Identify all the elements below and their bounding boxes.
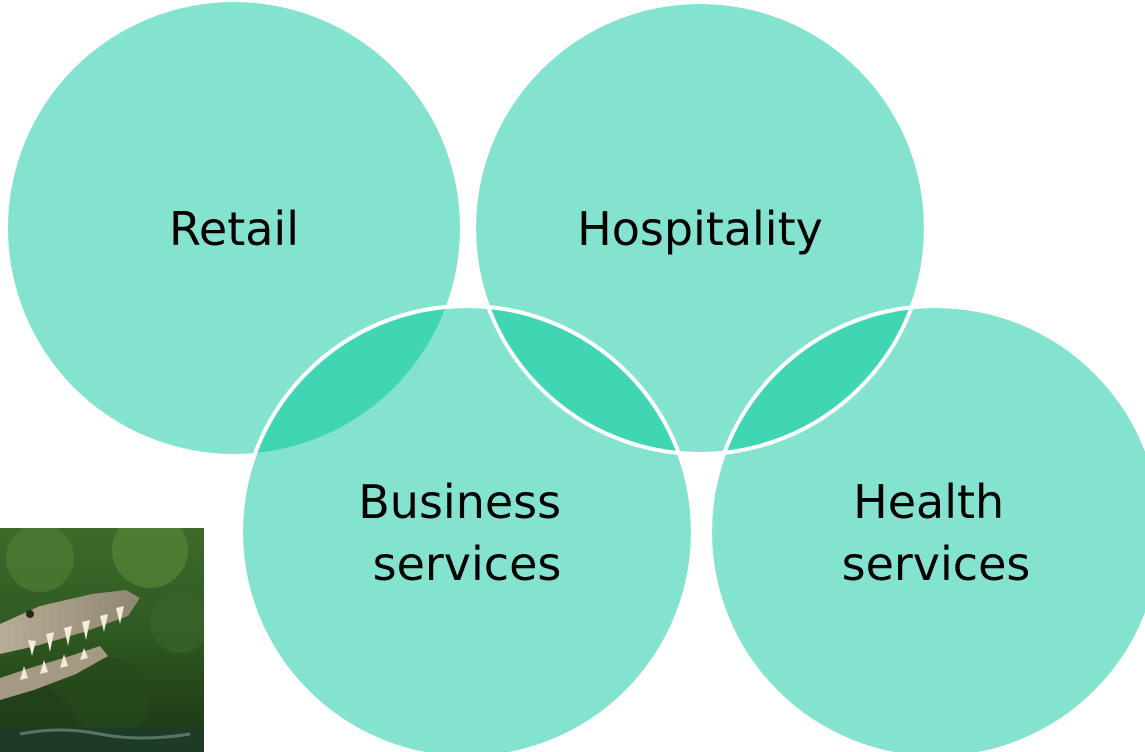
outline-health-services <box>708 304 1145 752</box>
label-business-services: Business services <box>358 475 575 591</box>
label-health-line-2: services <box>842 537 1031 591</box>
overlap-retail-business <box>241 306 460 454</box>
label-retail-line-1: Retail <box>169 202 299 256</box>
outline-business-services <box>239 304 695 752</box>
foliage-blob <box>150 593 204 653</box>
crocodile-teeth-lower <box>20 648 88 680</box>
outline-hospitality <box>472 0 928 456</box>
foliage-blob <box>6 528 74 592</box>
label-health-services: Health services <box>842 475 1031 591</box>
label-retail: Retail <box>169 202 299 256</box>
label-business-line-1: Business <box>358 475 561 529</box>
label-hospitality: Hospitality <box>577 202 823 256</box>
label-health-line-1: Health <box>853 475 1004 529</box>
label-hospitality-line-1: Hospitality <box>577 202 823 256</box>
label-business-line-2: services <box>373 537 562 591</box>
water-reflection <box>19 728 191 740</box>
foliage-blob <box>70 658 150 738</box>
crocodile-eye <box>26 610 34 618</box>
crocodile-photo <box>0 528 204 752</box>
crocodile-upper-jaw <box>0 590 140 654</box>
foliage-blob <box>112 528 188 588</box>
